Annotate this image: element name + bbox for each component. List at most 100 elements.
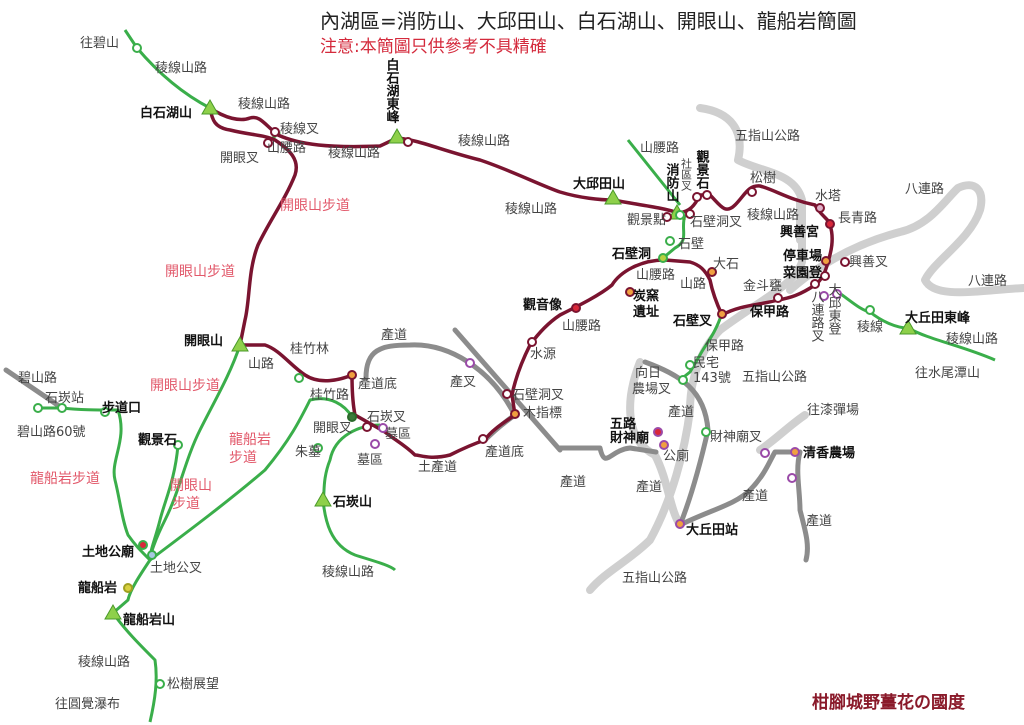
map-label: 桂竹路 (310, 387, 349, 403)
map-label: 石崁站 (45, 391, 84, 406)
waypoint-icon (707, 267, 717, 277)
map-label: 桂竹林 (290, 342, 329, 357)
trail-shanyao-north (626, 139, 682, 206)
map-label: 石壁洞 (611, 246, 651, 262)
map-label: 五指山公路 (735, 128, 800, 144)
peak-icon (104, 603, 122, 620)
map-label: 稜線山路 (78, 654, 130, 670)
map-label: 開眼山步道 (280, 198, 350, 214)
map-subtitle: 注意:本簡圖只供參考不具精確 (320, 37, 547, 57)
farm-road-north (363, 342, 515, 413)
farm-road-light (626, 358, 809, 529)
map-label: 產道 (560, 474, 586, 490)
map-label: 開眼山步道 (150, 378, 220, 394)
map-label: 稜線山路 (238, 96, 290, 112)
waypoint-icon (270, 127, 280, 137)
map-label: 稜線叉 (280, 121, 319, 137)
waypoint-icon (527, 337, 537, 347)
map-label: 土地公叉 (150, 561, 202, 576)
waypoint-icon (790, 447, 800, 457)
map-label: 稜線山路 (505, 201, 557, 217)
map-label: 開眼叉 (313, 421, 352, 436)
waypoint-icon (100, 407, 110, 417)
map-title: 內湖區=消防山、大邱田山、白石湖山、開眼山、龍船岩簡圖 (320, 9, 857, 33)
waypoint-icon (717, 309, 727, 319)
map-label: 石壁 (678, 237, 704, 252)
waypoint-icon (658, 253, 668, 263)
map-label: 產叉 (450, 374, 476, 390)
map-label: 八連路 (968, 273, 1007, 289)
waypoint-icon (132, 43, 142, 53)
map-label: 民宅 (693, 356, 719, 371)
waypoint-icon (840, 257, 850, 267)
waypoint-icon (403, 137, 413, 147)
map-label: 松樹 (750, 171, 776, 186)
peak-icon (201, 98, 219, 115)
waypoint-icon (294, 373, 304, 383)
map-label: 碧山路60號 (17, 424, 86, 440)
waypoint-icon (675, 519, 685, 529)
trail-longchuanyan (38, 406, 158, 723)
trail-longchuanyan-to-kaiyan (149, 397, 354, 562)
map-label: 遺址 (632, 304, 659, 320)
map-label: 步道口 (102, 400, 141, 416)
map-label: 財神廟叉 (710, 429, 762, 445)
map-label: 公廁 (663, 448, 689, 464)
main-ridge-trail (209, 106, 832, 226)
waypoint-icon (155, 679, 165, 689)
map-label: 開眼山 (184, 333, 223, 349)
waypoint-icon (760, 448, 770, 458)
map-label: 保甲路 (749, 304, 790, 320)
map-markers (33, 43, 917, 689)
map-label: 往水尾潭山 (915, 366, 980, 381)
waypoint-icon (502, 389, 512, 399)
map-label: 社區叉 (680, 157, 693, 192)
waypoint-icon (815, 203, 825, 213)
waypoint-icon (378, 423, 388, 433)
map-label: 大丘田東峰 (905, 310, 971, 326)
waypoint-icon (362, 422, 372, 432)
waypoint-icon (662, 212, 672, 222)
waypoint-icon (57, 403, 67, 413)
map-label: 山路 (680, 276, 706, 292)
map-label: 興善宮 (780, 224, 819, 240)
waypoint-icon (147, 550, 157, 560)
map-label: 龍船岩 (78, 580, 117, 596)
waypoint-icon (313, 443, 323, 453)
waypoint-icon (821, 256, 831, 266)
map-label: 大石 (713, 257, 739, 272)
map-label: 土地公廟 (82, 544, 134, 560)
map-label: 觀音像 (523, 297, 563, 313)
waypoint-icon (347, 412, 357, 422)
waypoint-icon (653, 427, 663, 437)
waypoint-icon (347, 370, 357, 380)
trail-baojia (679, 312, 724, 382)
map-label: 停車場 (783, 248, 822, 264)
map-label: 清香農場 (803, 445, 855, 461)
map-label: 八連路 (905, 181, 944, 197)
map-label: 山腰路 (640, 140, 679, 156)
waypoint-icon (702, 190, 712, 200)
map-label: 大邱東登 (826, 283, 842, 335)
map-label: 龍船岩山 (123, 612, 175, 628)
waypoint-icon (819, 291, 829, 301)
map-label: 產道底 (485, 444, 524, 460)
map-label: 143號 (693, 371, 731, 386)
map-label: 五指山公路 (742, 369, 807, 385)
map-label: 石崁山 (332, 494, 372, 510)
map-label: 大邱田山 (573, 176, 625, 192)
map-label: 開眼叉 (220, 151, 259, 166)
waypoint-icon (675, 210, 685, 220)
waypoint-icon (465, 358, 475, 368)
waypoint-icon (685, 209, 695, 219)
map-label: 產道底 (358, 376, 397, 392)
map-label: 龍船岩 (229, 431, 271, 448)
map-label: 白石湖山 (140, 105, 192, 121)
waypoint-icon (33, 403, 43, 413)
trail-daqiutian-east-peak (834, 288, 996, 362)
map-label: 產道 (668, 404, 694, 420)
map-label: 稜線山路 (946, 331, 998, 347)
map-label: 墓區 (385, 427, 411, 442)
map-label: 步道 (229, 450, 257, 466)
